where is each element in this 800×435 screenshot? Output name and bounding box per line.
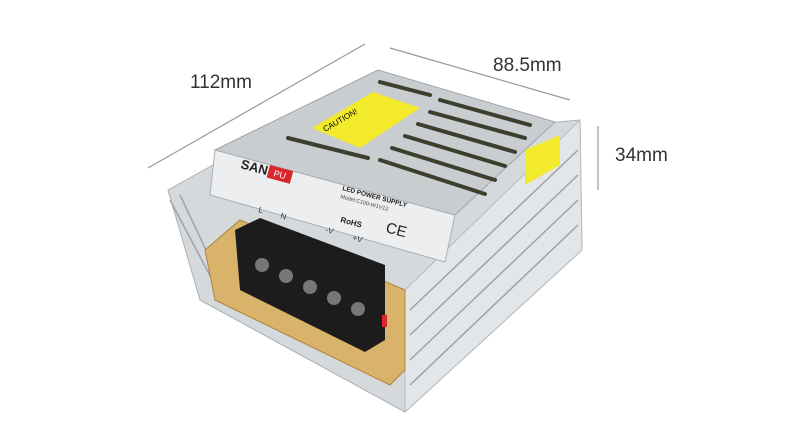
vent-slots [286, 80, 532, 196]
width-label: 88.5mm [493, 55, 562, 76]
terminal-label-minus-v: -V [324, 225, 335, 236]
height-label: 34mm [615, 145, 668, 166]
side-caution-label [525, 135, 560, 185]
width-dimension-line [389, 47, 571, 101]
brand-badge [266, 165, 294, 184]
terminal-label-n: N [279, 211, 287, 221]
brand-suffix: PU [272, 168, 287, 181]
terminal-screws [255, 258, 365, 316]
length-label: 112mm [190, 72, 252, 93]
terminal-label-plus-v: +V [351, 233, 364, 244]
led-indicator [382, 315, 387, 327]
ce-mark: CE [384, 219, 409, 241]
terminal-label-l: L [257, 205, 264, 215]
length-dimension-line [147, 43, 366, 169]
brand-prefix: SAN [239, 156, 269, 178]
heatsink-right-side [404, 118, 583, 414]
